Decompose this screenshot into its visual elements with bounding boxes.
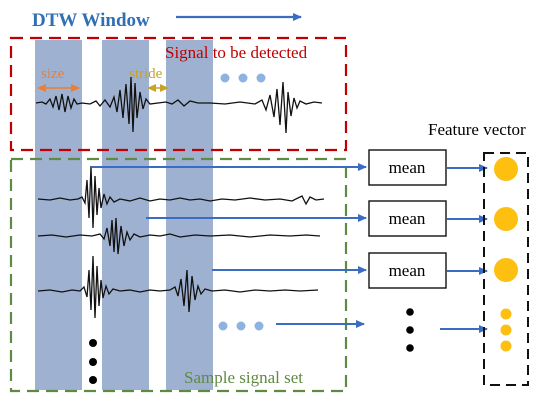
- continuation-dot: [255, 322, 264, 331]
- more-means-dot: [406, 344, 414, 352]
- more-samples-dot: [89, 376, 97, 384]
- more-means-dot: [406, 326, 414, 334]
- more-samples-dot: [89, 358, 97, 366]
- feature-element-small: [501, 341, 512, 352]
- continuation-dot: [257, 74, 266, 83]
- feature-element: [494, 157, 518, 181]
- continuation-dot: [221, 74, 230, 83]
- feature-vector-label: Feature vector: [428, 120, 526, 139]
- feature-element: [494, 258, 518, 282]
- feature-element: [494, 207, 518, 231]
- feature-element-small: [501, 309, 512, 320]
- mean-box: mean: [369, 150, 446, 185]
- dtw-window-column: [166, 40, 213, 390]
- more-means-dot: [406, 308, 414, 316]
- mean-label: mean: [389, 209, 426, 228]
- more-samples-dot: [89, 339, 97, 347]
- detect-signal-label: Signal to be detected: [165, 43, 308, 62]
- stride-label: stride: [129, 66, 163, 82]
- mean-box: mean: [369, 253, 446, 288]
- feature-element-small: [501, 325, 512, 336]
- mean-box: mean: [369, 201, 446, 236]
- mean-label: mean: [389, 158, 426, 177]
- diagram-title: DTW Window: [32, 10, 150, 31]
- continuation-dot: [237, 322, 246, 331]
- dtw-window-column: [35, 40, 82, 390]
- continuation-dot: [219, 322, 228, 331]
- continuation-dot: [239, 74, 248, 83]
- mean-label: mean: [389, 261, 426, 280]
- size-label: size: [41, 66, 65, 82]
- sample-set-label: Sample signal set: [184, 368, 303, 387]
